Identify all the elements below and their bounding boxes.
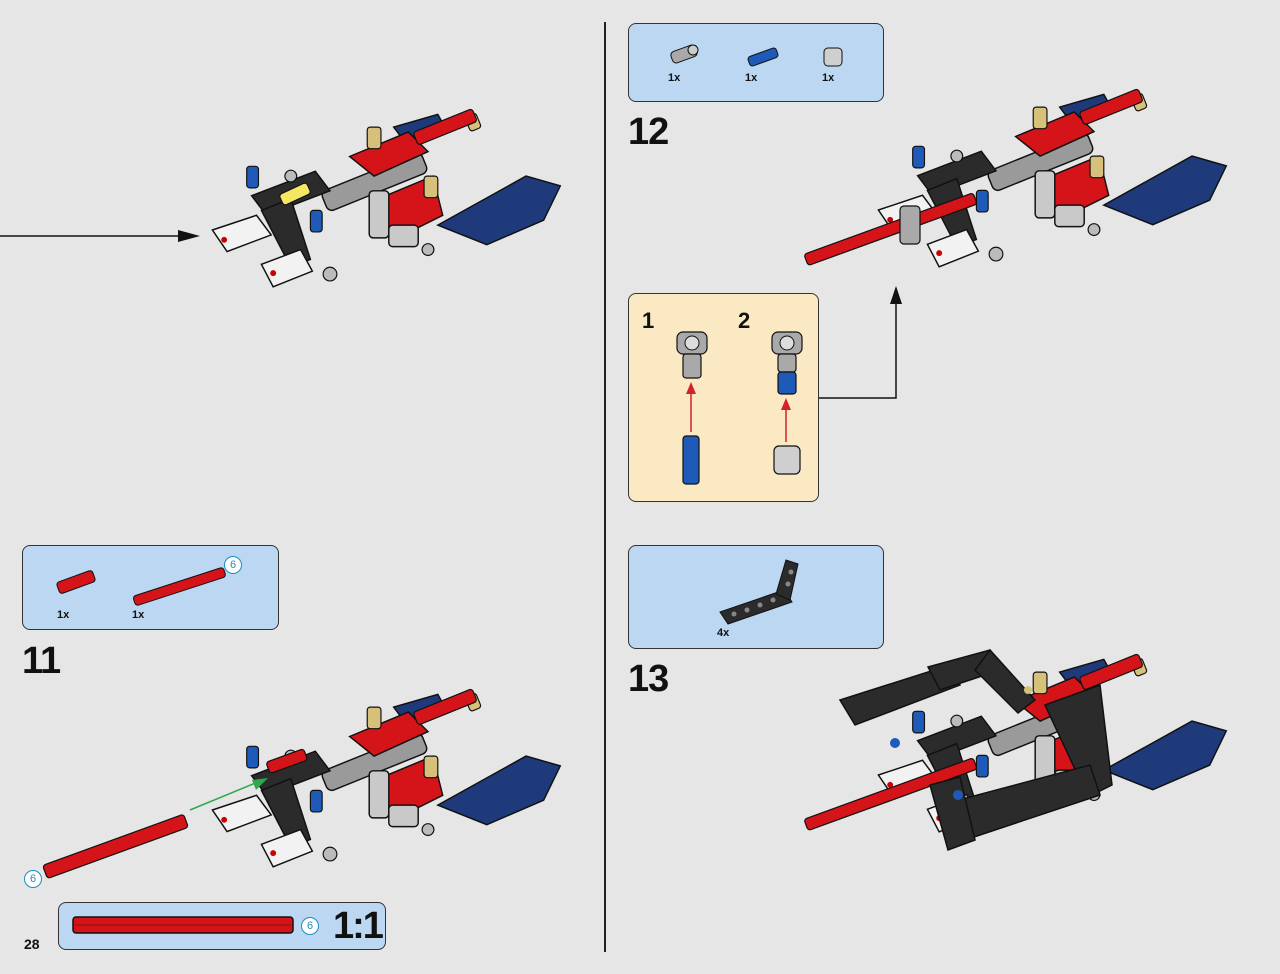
length-badge: 6 <box>224 556 242 574</box>
part-qty: 1x <box>668 72 681 84</box>
step-11-model-illustration <box>42 687 562 879</box>
substep-number: 2 <box>738 308 751 333</box>
page-divider <box>604 22 606 952</box>
length-badge: 6 <box>24 870 42 888</box>
step-number-11: 11 <box>22 640 61 682</box>
step-number-12: 12 <box>628 111 669 153</box>
black-l-beam-part <box>719 559 799 625</box>
blue-pin-part <box>747 47 779 67</box>
part-qty: 4x <box>717 627 730 639</box>
substep-number: 1 <box>642 308 655 333</box>
gray-bush-part <box>823 47 843 67</box>
part-qty: 1x <box>745 72 758 84</box>
step-13-model-illustration <box>804 648 1228 851</box>
substep-2-illustration <box>771 331 803 475</box>
part-qty: 1x <box>822 72 835 84</box>
step-number-13: 13 <box>628 658 669 700</box>
part-qty: 1x <box>57 609 70 621</box>
substep-1-illustration <box>676 331 708 485</box>
step-11-parts-box: 1x 1x 6 <box>22 545 279 630</box>
part-qty: 1x <box>132 609 145 621</box>
callout-connector-arrow <box>819 286 902 399</box>
gray-axle-connector-part <box>670 44 699 64</box>
continuation-model-illustration <box>0 107 562 288</box>
scale-label: 1:1 <box>333 905 384 947</box>
red-axle-6-part <box>132 567 226 606</box>
length-badge: 6 <box>301 917 319 935</box>
step-12-model-illustration <box>804 87 1228 268</box>
scale-guide-axle <box>72 916 294 934</box>
red-axle-2-part <box>56 570 96 594</box>
step-13-parts-box: 4x <box>628 545 884 649</box>
subassembly-callout: 1 2 <box>628 293 819 502</box>
step-12-parts-box: 1x 1x 1x <box>628 23 884 102</box>
scale-guide-box: 6 1:1 <box>58 902 386 950</box>
page-number: 28 <box>24 936 40 952</box>
